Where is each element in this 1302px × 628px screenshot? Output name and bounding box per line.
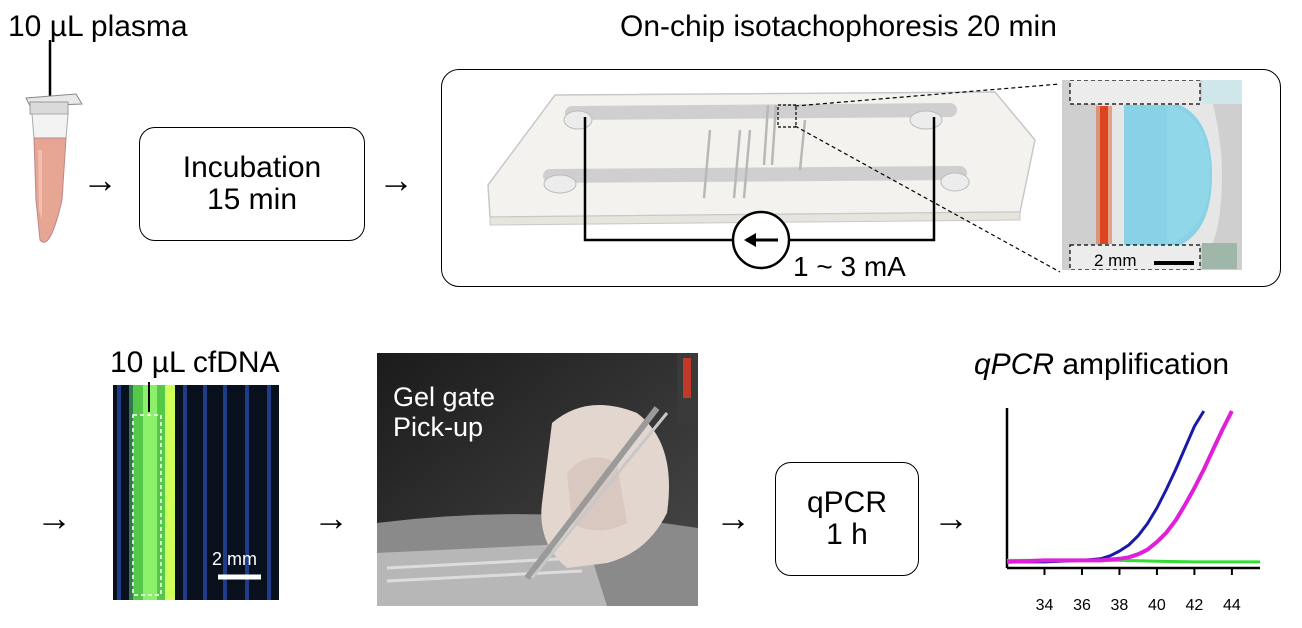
x-tick-label-36: 36 (1073, 597, 1091, 614)
series-line-1 (1007, 410, 1206, 564)
plasma-label: 10 µL plasma (8, 10, 188, 43)
qpcr-line2: 1 h (826, 518, 868, 551)
qpcr-title-italic: qPCR (974, 348, 1055, 381)
sample-tube-image (25, 40, 83, 243)
cfdna-fluorescence-image (113, 385, 279, 600)
incubation-line2: 15 min (206, 183, 298, 216)
itp-scalebar-label: 2 mm (1094, 251, 1137, 270)
gel-gate-line2: Pick-up (393, 412, 484, 443)
chip-diagram (487, 83, 1061, 273)
arrow-2: → (378, 159, 414, 200)
gel-gate-line1: Gel gate (393, 382, 496, 412)
cfdna-label: 10 µL cfDNA (110, 346, 280, 379)
incubation-box: Incubation 15 min (139, 127, 365, 241)
x-tick-label-38: 38 (1111, 597, 1129, 614)
qpcr-box: qPCR 1 h (775, 462, 919, 576)
qpcr-line1: qPCR (806, 485, 888, 519)
current-label: 1 ~ 3 mA (793, 251, 906, 282)
gel-gate-label: Gel gate Pick-up (393, 382, 495, 442)
arrow-4: → (313, 497, 349, 538)
x-tick-label-42: 42 (1186, 597, 1204, 614)
itp-zoom-image (1062, 80, 1242, 270)
x-tick-label-34: 34 (1036, 597, 1054, 614)
qpcr-amplification-title: qPCR amplification (974, 350, 1229, 380)
arrow-5: → (715, 497, 751, 538)
series-line-2 (1006, 410, 1234, 564)
arrow-3: → (36, 497, 72, 538)
arrow-1: → (82, 159, 118, 200)
isotachophoresis-title: On-chip isotachophoresis 20 min (620, 10, 1057, 43)
incubation-line1: Incubation (182, 150, 322, 184)
qpcr-title-rest: amplification (1054, 348, 1230, 381)
qpcr-chart: 34 36 38 40 42 44 (1005, 408, 1260, 614)
x-tick-label-40: 40 (1148, 597, 1166, 614)
cfdna-scalebar-label: 2 mm (212, 549, 257, 569)
arrow-6: → (933, 497, 969, 538)
cfdna-pointer-line (148, 382, 150, 412)
x-tick-label-44: 44 (1223, 597, 1241, 614)
gel-pickup-photo (377, 353, 698, 606)
